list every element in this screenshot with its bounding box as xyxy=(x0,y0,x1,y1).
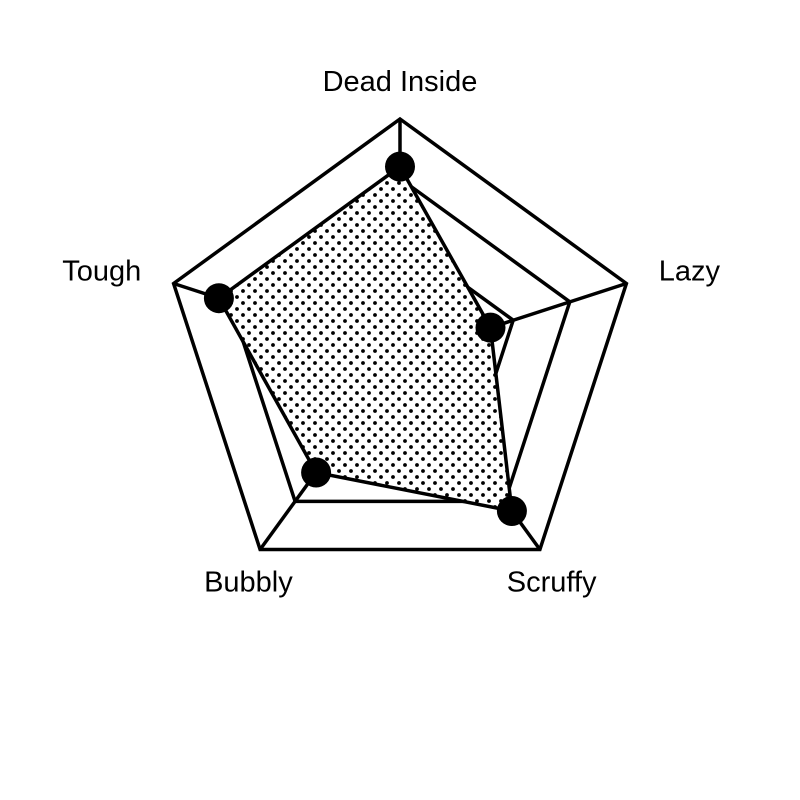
data-area xyxy=(216,164,514,514)
data-point-2 xyxy=(496,496,527,526)
axis-label-dead-inside: Dead Inside xyxy=(323,66,478,98)
grid-ring-4 xyxy=(171,116,629,552)
axis-label-scruffy: Scruffy xyxy=(507,567,597,599)
radar-series xyxy=(203,151,527,526)
data-point-0 xyxy=(385,151,415,182)
data-point-3 xyxy=(301,457,332,488)
axis-label-lazy: Lazy xyxy=(659,256,721,288)
data-point-4 xyxy=(203,283,234,314)
axis-label-bubbly: Bubbly xyxy=(204,567,293,599)
axis-label-tough: Tough xyxy=(62,256,141,288)
data-point-1 xyxy=(475,312,506,343)
